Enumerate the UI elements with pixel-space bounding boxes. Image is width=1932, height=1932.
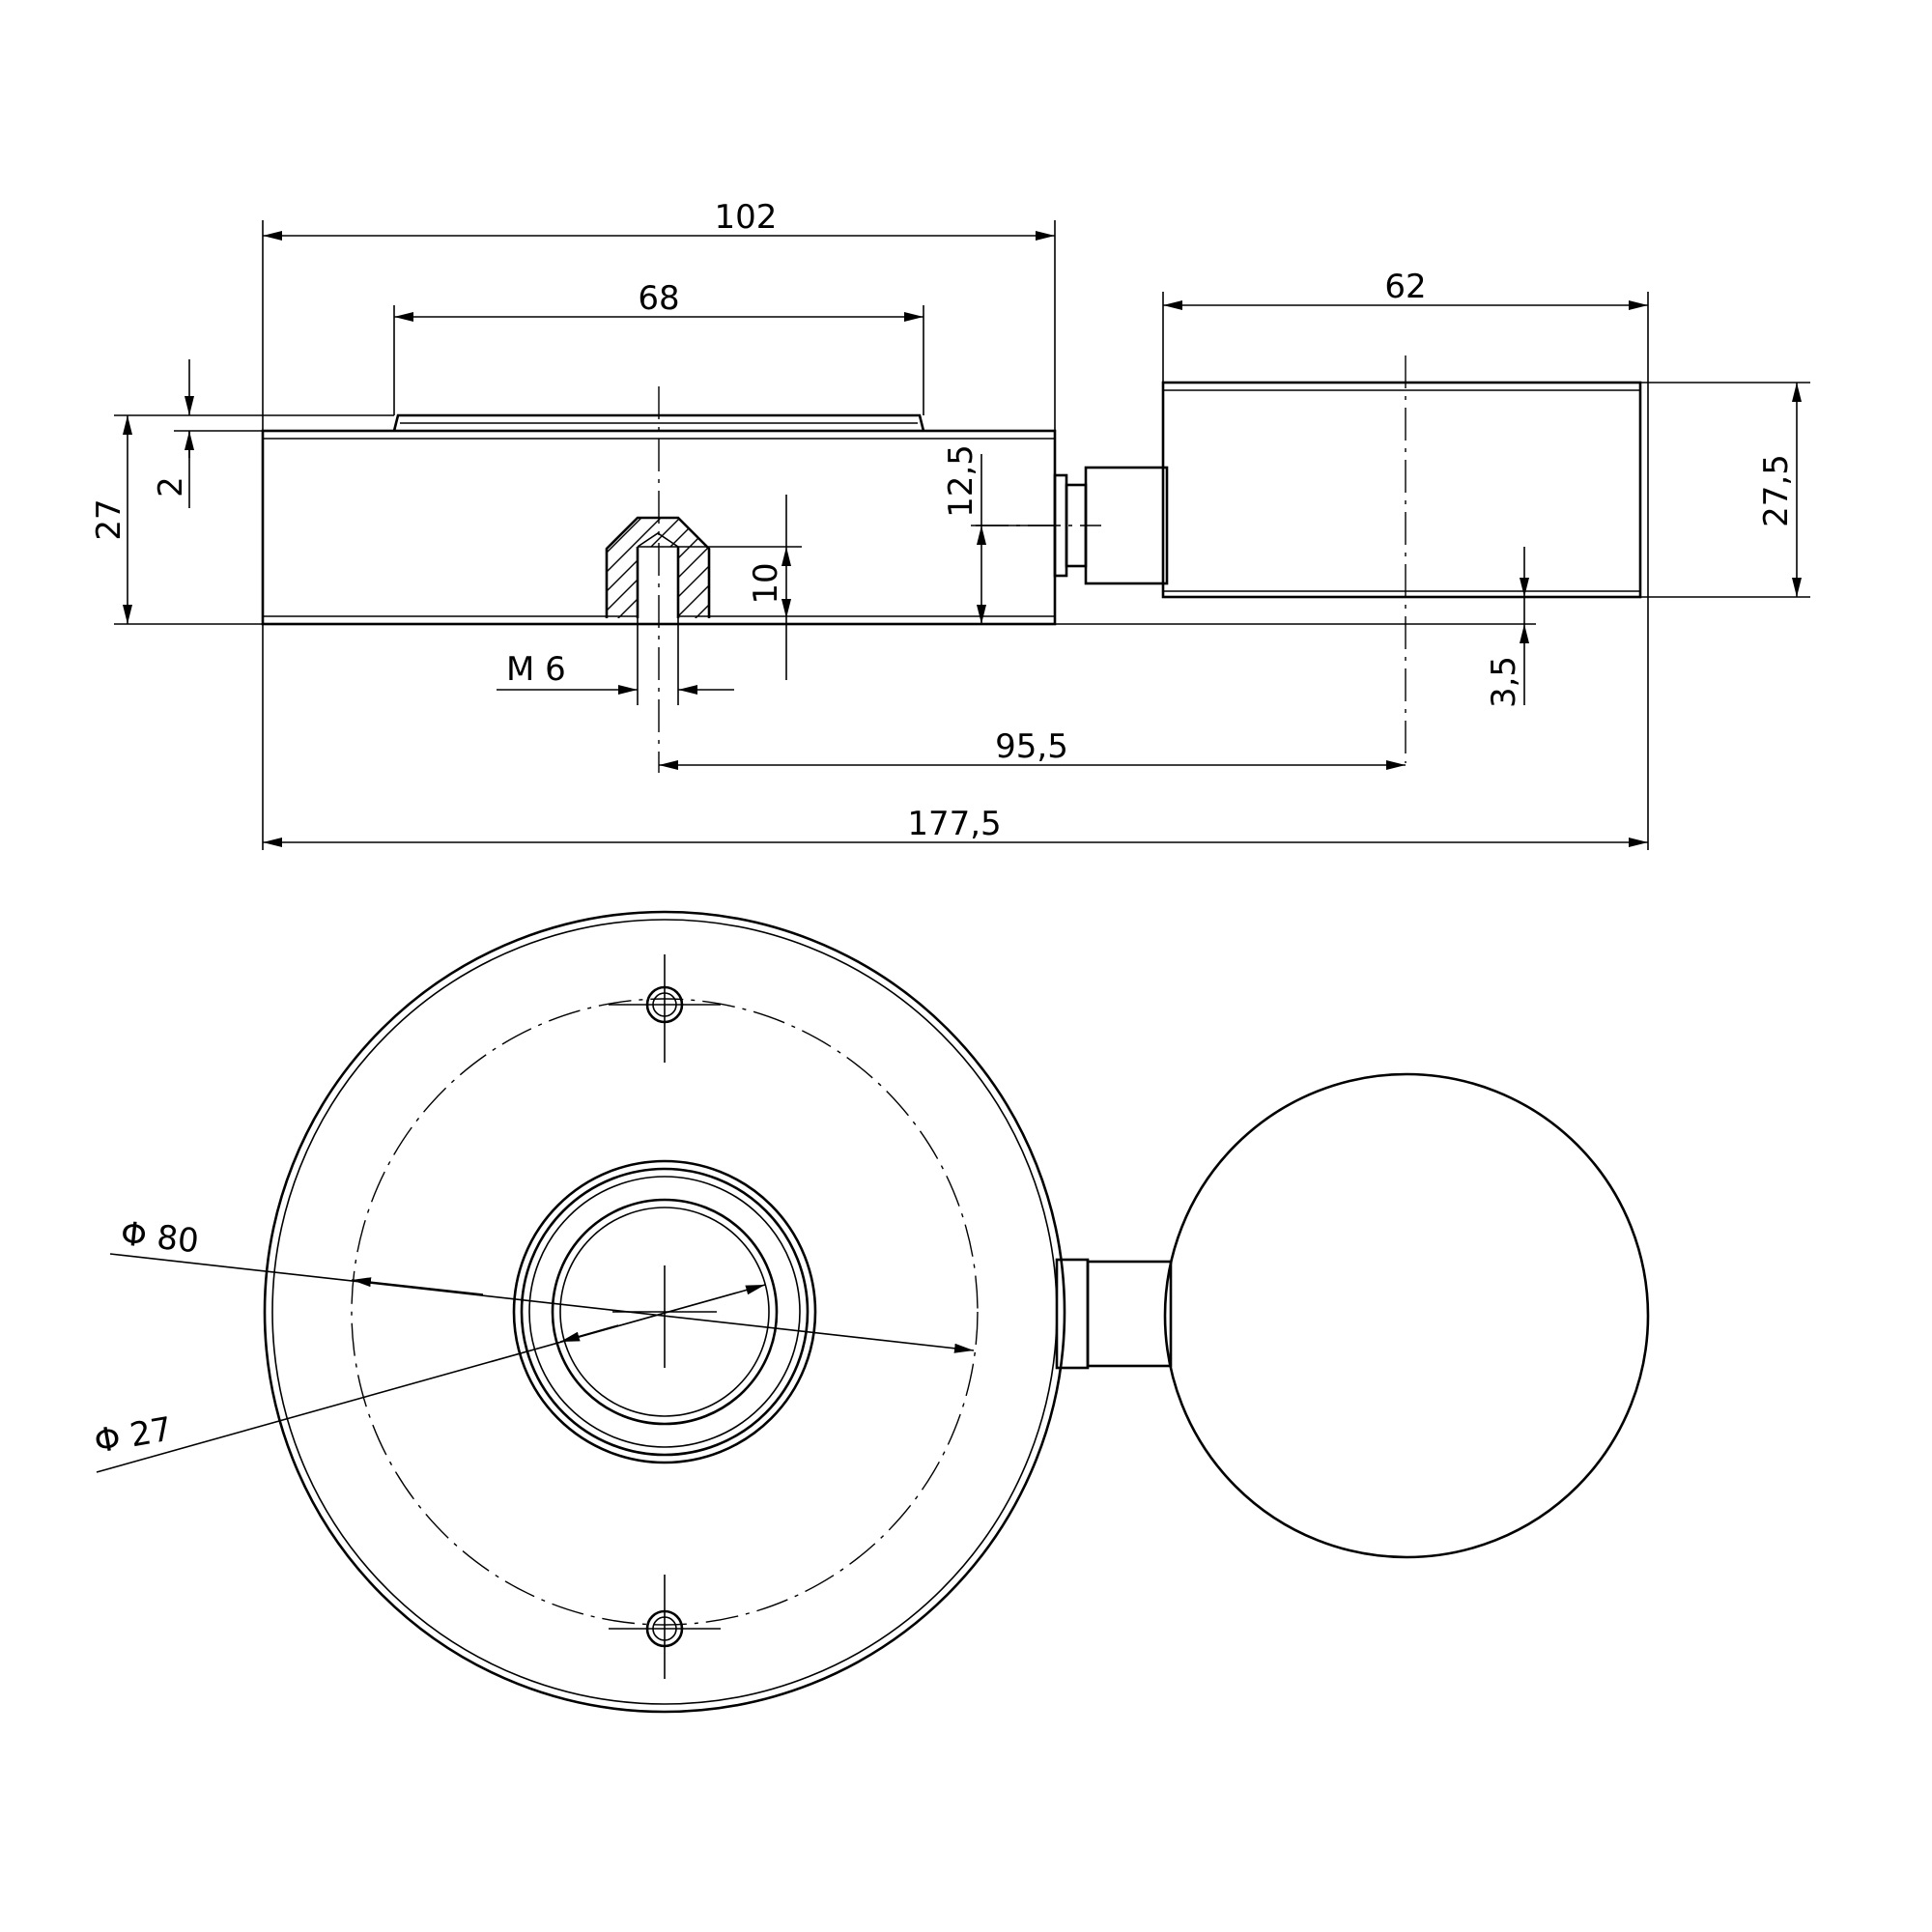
boss-ring-mid — [520, 1167, 810, 1457]
dim-line-bore — [96, 1284, 766, 1473]
side-view: 102 68 62 95,5 177,5 27 2 12,5 10 27,5 3… — [90, 198, 1810, 850]
dim-line-bolt-circle — [109, 1253, 975, 1353]
label-top-boss-length: 68 — [638, 279, 679, 318]
label-bolt-circle-dia: Φ 80 — [119, 1214, 201, 1261]
bore-circle — [551, 1198, 779, 1426]
mounting-hole-bottom — [609, 1575, 721, 1679]
top-view: Φ 80 Φ 27 — [92, 910, 1650, 1714]
label-boss-height: 2 — [152, 476, 190, 497]
label-box-offset: 3,5 — [1485, 656, 1523, 708]
thread-hole-section — [605, 516, 711, 618]
label-thread-depth: 10 — [747, 562, 785, 604]
boss-ring-inner — [528, 1176, 801, 1448]
label-thread: M 6 — [506, 650, 566, 689]
boss-ring-outer — [512, 1159, 817, 1464]
body-outer-circle — [263, 910, 1066, 1714]
label-center-distance: 95,5 — [995, 727, 1068, 766]
mounting-hole-top — [609, 954, 721, 1063]
label-connector-height: 12,5 — [942, 444, 980, 518]
dimension-lines — [123, 231, 1802, 847]
junction-box-circle — [1163, 1072, 1650, 1559]
label-box-height: 27,5 — [1757, 454, 1796, 527]
label-overall-length: 177,5 — [907, 805, 1001, 843]
extension-lines — [114, 220, 1810, 850]
connector-top-view — [1055, 1258, 1173, 1370]
junction-box — [1161, 355, 1642, 763]
label-box-length: 62 — [1384, 268, 1426, 306]
connector — [976, 466, 1169, 585]
label-body-length: 102 — [715, 198, 778, 237]
label-body-height: 27 — [90, 498, 128, 540]
